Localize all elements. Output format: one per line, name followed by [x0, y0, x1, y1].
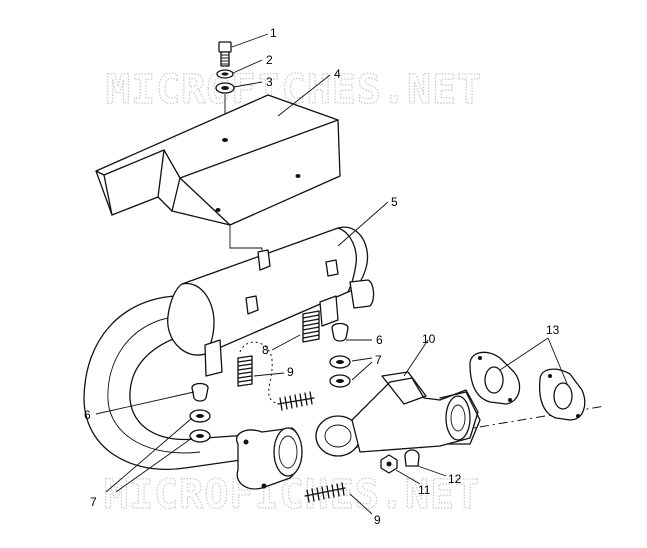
spring-part-9-middle	[277, 391, 315, 411]
washer-part-7-lower-left	[189, 429, 211, 443]
heat-shield-part-4	[95, 94, 341, 226]
nut-part-11	[380, 454, 398, 474]
washer-part-7-upper-left	[189, 409, 211, 423]
spring-part-9-bottom	[304, 482, 346, 503]
callout-12: 12	[448, 472, 462, 486]
callout-5: 5	[391, 195, 398, 209]
callout-1: 1	[270, 26, 277, 40]
callout-6-left: 6	[84, 408, 91, 422]
header-pipe	[83, 295, 263, 470]
callouts: 1 2 3 4 5 6 6 7 7 8 9 9 10 11 12 13	[84, 26, 560, 527]
callout-6-right: 6	[376, 333, 383, 347]
bolt-part-12	[404, 449, 420, 467]
grommet-part-6-right	[331, 322, 349, 342]
callout-7-left: 7	[90, 495, 97, 509]
callout-7-right: 7	[375, 353, 382, 367]
washer-part-3	[215, 82, 235, 94]
header-flange	[236, 427, 303, 490]
y-pipe-part-10	[315, 371, 481, 457]
spring-part-8	[302, 310, 320, 343]
gasket-part-13-upper	[469, 351, 521, 405]
callout-11: 11	[418, 483, 431, 497]
gasket-part-13-lower	[538, 368, 586, 421]
callout-2: 2	[266, 53, 273, 67]
bolt-part-1	[218, 41, 232, 67]
grommet-part-6-left	[191, 382, 209, 402]
watermark-bottom: MICROFICHES.NET	[104, 472, 480, 518]
shield-mount-leader	[229, 220, 263, 258]
washer-part-7-lower-right	[329, 374, 351, 388]
callout-3: 3	[266, 75, 273, 89]
callout-10: 10	[422, 332, 436, 346]
washer-part-7-upper-right	[329, 355, 351, 369]
spring-hook-path	[239, 341, 279, 405]
callout-4: 4	[334, 67, 341, 81]
callout-13: 13	[546, 323, 560, 337]
spring-part-9-vertical	[237, 355, 253, 387]
muffler-part-5	[167, 226, 375, 377]
lock-washer-part-2	[216, 69, 234, 79]
leader-lines	[95, 33, 569, 515]
callout-9-lower: 9	[374, 513, 381, 527]
callout-9-upper: 9	[287, 365, 294, 379]
callout-8: 8	[262, 343, 269, 357]
